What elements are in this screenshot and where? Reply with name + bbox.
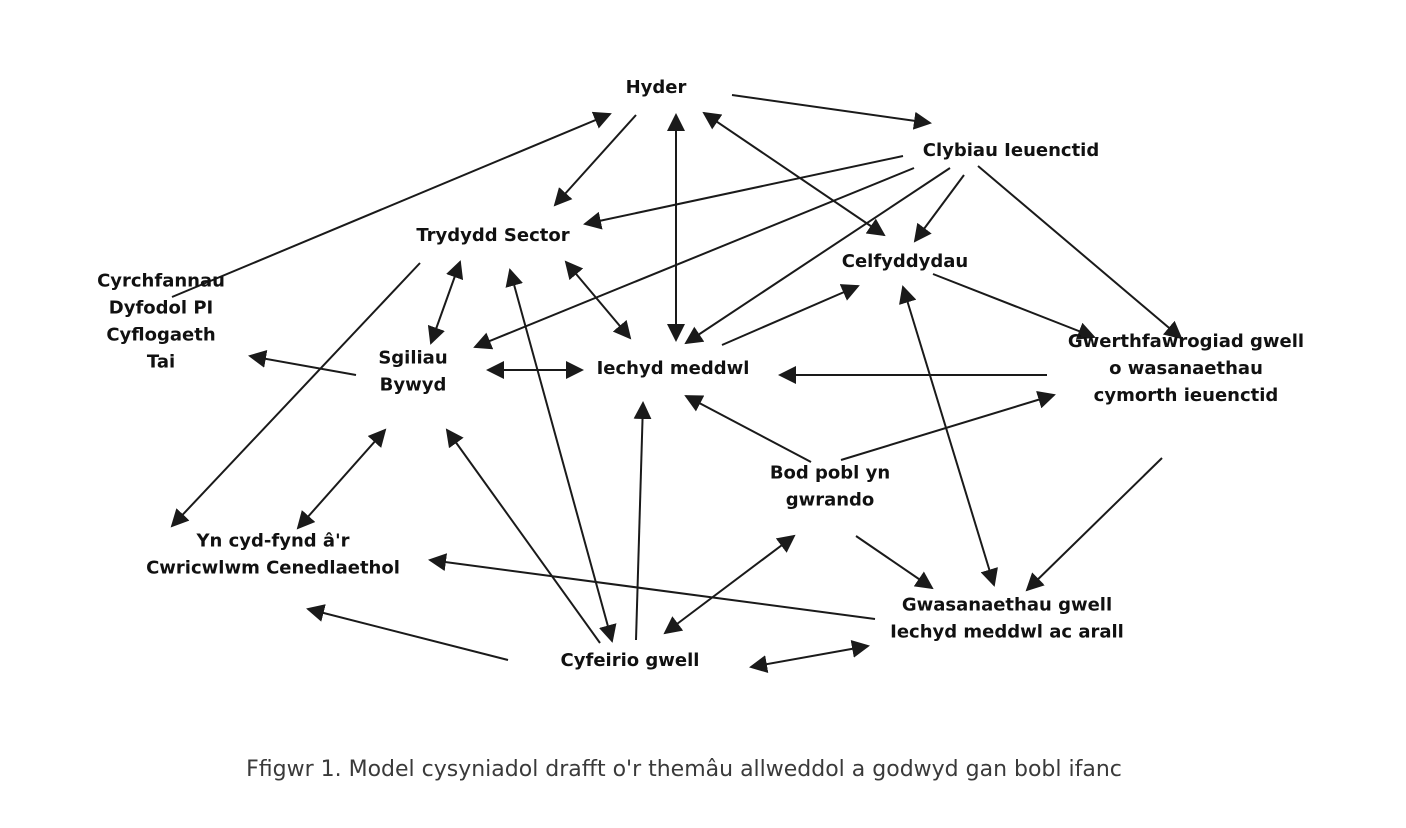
node-cyrchfannau-line: Dyfodol PI <box>109 298 213 319</box>
node-cyrchfannau-line: Cyrchfannau <box>97 271 225 292</box>
edge-arrow-cyfeirio-to-sgiliau <box>445 428 601 644</box>
node-trydydd: Trydydd Sector <box>416 225 569 246</box>
node-yncyd-line: Yn cyd-fynd â'r <box>196 531 350 552</box>
node-gwerthfawrogiad-line: Gwerthfawrogiad gwell <box>1068 331 1304 352</box>
edge-arrow-clybiau-to-trydydd <box>583 155 904 230</box>
node-gwasanaethau-line: Gwasanaethau gwell <box>902 595 1112 616</box>
edge-arrow-sgiliau-to-yncyd <box>296 428 387 530</box>
edge-arrow-clybiau-to-iechyd <box>684 167 951 345</box>
edge-arrow-sgiliau-to-cyrchfannau <box>248 349 357 376</box>
node-trydydd-line: Trydydd Sector <box>416 225 569 246</box>
edge-arrow-celfyddydau-to-hyder <box>702 111 886 237</box>
edge-arrow-hyder-to-clybiau <box>731 94 932 130</box>
edge-arrow-hyder-to-trydydd <box>553 114 637 207</box>
edge-arrow-gwasanaethau-to-yncyd <box>428 553 876 620</box>
edges-layer <box>170 94 1183 674</box>
edge-arrow-iechyd-to-celfyddydau <box>721 284 860 346</box>
node-sgiliau-line: Sgiliau <box>378 348 447 369</box>
node-bod-line: gwrando <box>786 490 875 511</box>
edge-arrow-celfyddydau-to-gwerthfawrogiad <box>932 273 1096 340</box>
edge-arrow-cyfeirio-to-yncyd <box>306 604 509 661</box>
node-clybiau-line: Clybiau Ieuenctid <box>923 140 1099 161</box>
node-cyrchfannau-line: Tai <box>147 352 175 373</box>
node-celfyddydau: Celfyddydau <box>842 251 969 272</box>
edge-arrow-trydydd-to-sgiliau <box>427 260 464 345</box>
node-bod: Bod pobl yn gwrando <box>770 463 890 511</box>
node-bod-line: Bod pobl yn <box>770 463 890 484</box>
node-iechyd: Iechyd meddwl <box>597 358 750 379</box>
node-yncyd-line: Cwricwlwm Cenedlaethol <box>146 558 400 579</box>
node-gwerthfawrogiad-line: cymorth ieuenctid <box>1094 385 1279 406</box>
edge-arrow-trydydd-to-cyfeirio <box>505 268 617 643</box>
node-cyfeirio-line: Cyfeirio gwell <box>561 650 700 671</box>
node-iechyd-line: Iechyd meddwl <box>597 358 750 379</box>
node-gwerthfawrogiad: Gwerthfawrogiad gwell o wasanaethau cymort… <box>1068 331 1304 406</box>
edge-arrow-trydydd-to-yncyd <box>170 262 421 528</box>
edge-arrow-trydydd-to-iechyd <box>564 260 632 340</box>
node-gwasanaethau-line: Iechyd meddwl ac arall <box>890 622 1124 643</box>
node-hyder: Hyder <box>626 77 687 98</box>
edge-arrow-gwerthfawrogiad-to-gwasanaethau <box>1025 457 1163 592</box>
edge-arrow-cyfeirio-to-iechyd <box>633 401 652 641</box>
edge-arrow-celfyddydau-to-gwasanaethau <box>899 285 998 587</box>
edge-arrow-cyrchfannau-to-hyder <box>171 111 612 298</box>
node-sgiliau-line: Bywyd <box>380 375 447 396</box>
node-cyfeirio: Cyfeirio gwell <box>561 650 700 671</box>
node-cyrchfannau-line: Cyflogaeth <box>106 325 215 346</box>
edge-arrow-bod-to-iechyd <box>684 395 812 463</box>
node-hyder-line: Hyder <box>626 77 687 98</box>
edge-arrow-bod-to-gwasanaethau <box>855 535 934 590</box>
edge-arrow-bod-to-gwerthfawrogiad <box>840 391 1056 461</box>
edge-arrow-clybiau-to-gwerthfawrogiad <box>977 165 1183 340</box>
edge-arrow-bod-to-cyfeirio <box>663 534 796 635</box>
node-gwerthfawrogiad-line: o wasanaethau <box>1109 358 1263 379</box>
node-clybiau: Clybiau Ieuenctid <box>923 140 1099 161</box>
edge-arrow-clybiau-to-celfyddydau <box>913 174 965 243</box>
edge-arrow-cyfeirio-to-gwasanaethau <box>749 639 870 674</box>
node-celfyddydau-line: Celfyddydau <box>842 251 969 272</box>
figure-caption: Ffigwr 1. Model cysyniadol drafft o'r th… <box>246 757 1122 782</box>
